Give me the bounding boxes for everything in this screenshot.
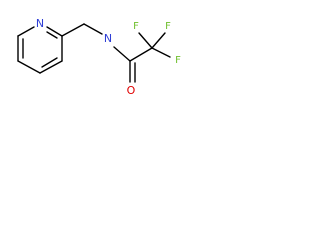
- carbonyl-to-cf3-bond: [129, 47, 153, 62]
- cf3-to-f-top-left-bond: [138, 32, 153, 49]
- cf3-to-f-top-right-bond: [151, 32, 166, 49]
- structure-diagram: N N O F F F: [17, 17, 181, 97]
- amide-nitrogen-label: N: [104, 32, 112, 45]
- fluorine-top-right-label: F: [165, 21, 171, 32]
- pyridine-ring-bond-to-n: [46, 26, 63, 37]
- ring-to-methylene-bond: [61, 23, 85, 37]
- pyridine-ring-bond-to-n: [17, 26, 35, 37]
- amide-n-to-carbonyl-bond: [113, 46, 131, 62]
- pyridine-ring-bond: [17, 60, 41, 74]
- bond-layer: [17, 23, 171, 83]
- fluorine-top-left-label: F: [133, 21, 139, 32]
- atom-label-layer: N N O F F F: [36, 17, 181, 97]
- pyridine-inner-double-bond: [46, 31, 58, 39]
- fluorine-right-label: F: [175, 55, 181, 66]
- pyridine-inner-double-bond: [41, 57, 58, 68]
- methylene-to-amide-n-bond: [83, 23, 103, 35]
- ring-nitrogen-label: N: [36, 17, 44, 30]
- carbonyl-oxygen-label: O: [127, 84, 136, 97]
- cf3-to-f-right-bond: [151, 47, 171, 58]
- pyridine-ring-bond: [39, 60, 63, 74]
